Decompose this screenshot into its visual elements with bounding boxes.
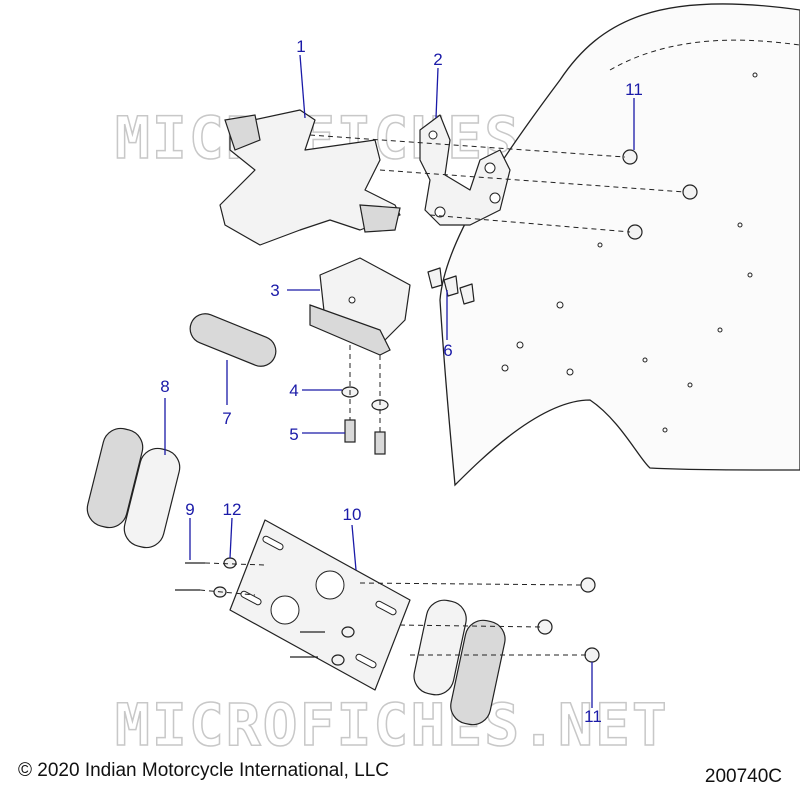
callout-9: 9: [185, 500, 194, 519]
mounting-bracket: [419, 114, 511, 226]
callout-numbers: 1 2 11 3 6 7 4 5 8 9 12 10 11: [160, 37, 643, 726]
copyright-notice: © 2020 Indian Motorcycle International, …: [18, 760, 389, 781]
callout-3: 3: [270, 281, 279, 300]
callout-11-bottom: 11: [584, 707, 602, 726]
side-reflector-left: [86, 427, 181, 549]
callout-2: 2: [433, 50, 442, 69]
callout-7: 7: [222, 409, 231, 428]
wire-clips: [427, 267, 475, 305]
callout-5: 5: [289, 425, 298, 444]
license-light-mount: [309, 257, 411, 356]
alignment-lines: [199, 134, 686, 656]
callout-1: 1: [296, 37, 305, 56]
callout-leaders: [164, 54, 635, 708]
callout-12: 12: [223, 500, 242, 519]
light-lens: [189, 313, 277, 367]
callout-4: 4: [289, 381, 298, 400]
washers-and-screws: [341, 345, 389, 455]
callout-10: 10: [343, 505, 362, 524]
callout-11-top: 11: [625, 80, 643, 99]
watermark-bottom: MICROFICHES.NET: [115, 691, 669, 759]
diagram-id: 200740C: [704, 766, 782, 787]
callout-8: 8: [160, 377, 169, 396]
callout-6: 6: [443, 341, 452, 360]
rear-fender: [439, 3, 800, 487]
taillight-housing: [219, 109, 401, 246]
license-plate-bracket: [229, 519, 411, 691]
side-reflector-right: [413, 599, 506, 726]
